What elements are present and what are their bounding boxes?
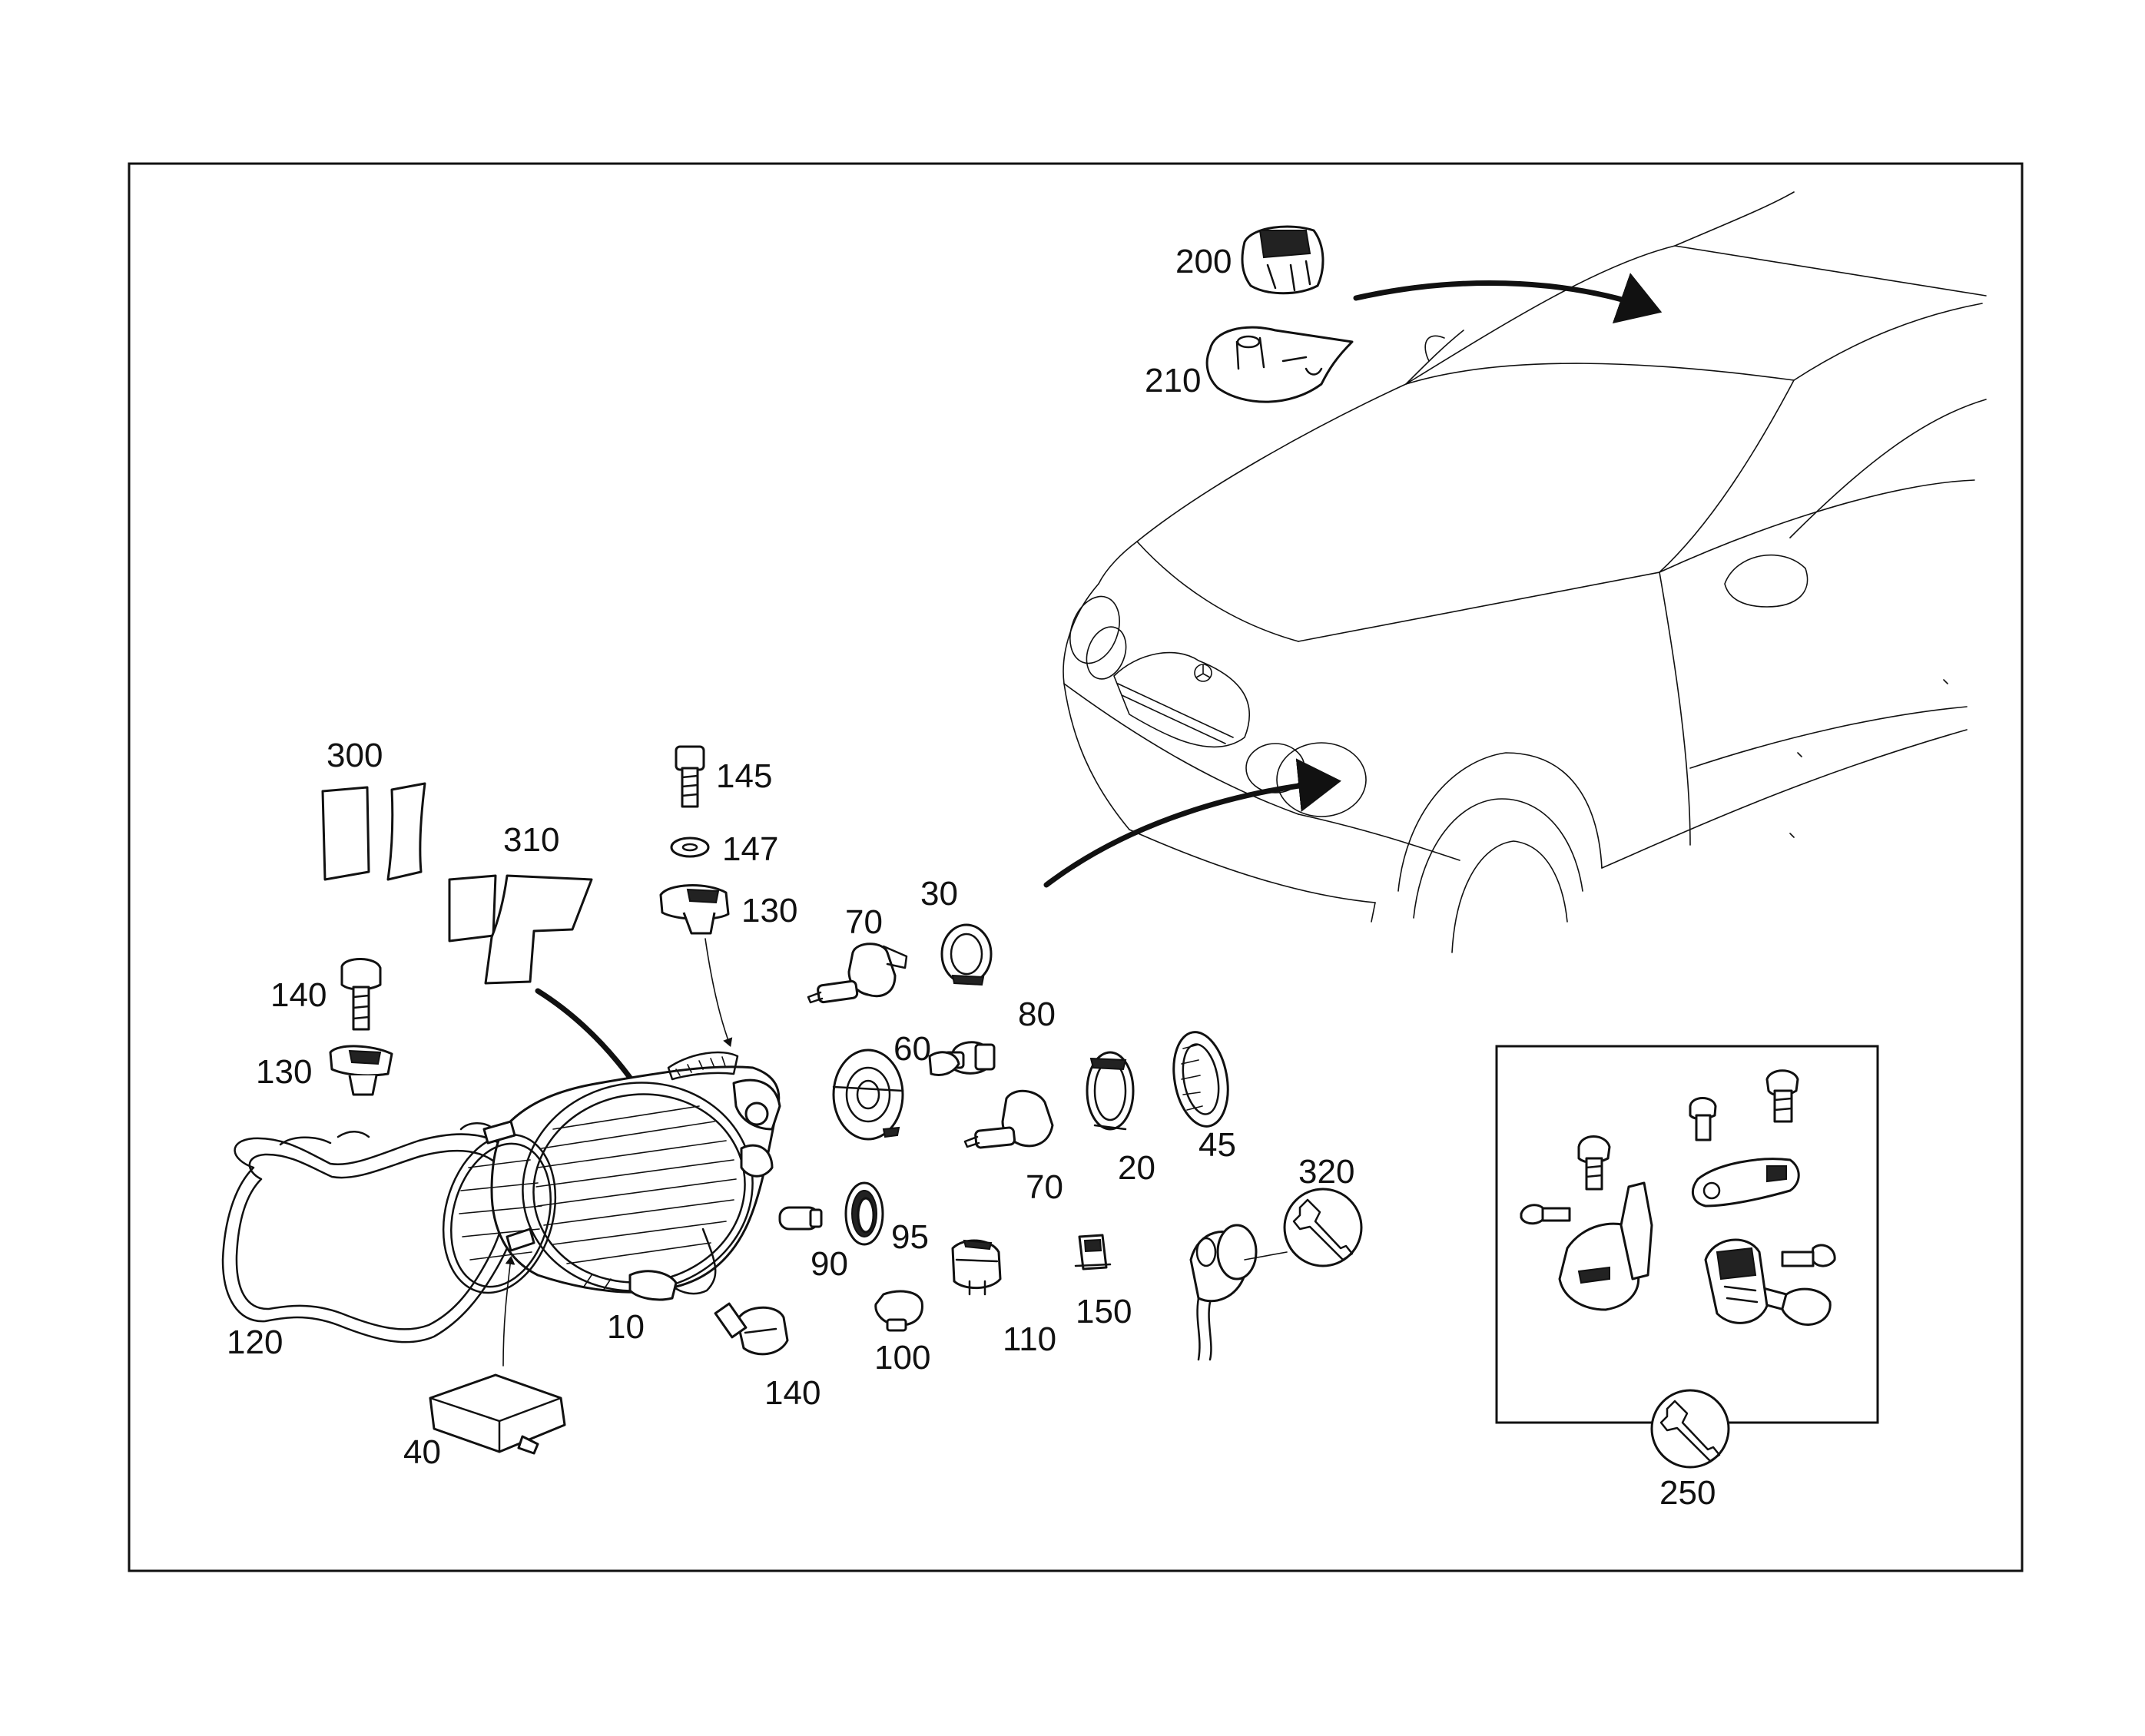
part-45-ring [1172,1031,1229,1128]
label-80: 80 [1018,996,1056,1033]
leader-130-to-housing [705,938,733,1047]
part-120-bezel [221,1122,523,1343]
label-45: 45 [1198,1126,1236,1164]
arrow-to-windshield [1353,273,1663,324]
part-100-bulb [874,1290,923,1332]
part-210-bracket [1205,326,1354,403]
part-140-screw-top [340,958,382,1031]
label-30: 30 [920,875,958,913]
arrow-to-headlamp [1043,758,1341,888]
part-150-clip [1074,1234,1112,1271]
part-310-film [448,874,593,985]
label-90: 90 [811,1245,848,1283]
label-70-top: 70 [845,903,883,941]
wrench-icon [1283,1188,1363,1267]
part-320-igniter [1189,1188,1363,1361]
label-110: 110 [1003,1320,1056,1358]
label-40: 40 [403,1433,441,1471]
part-70-bulb-top [807,943,908,1004]
label-130-left: 130 [256,1053,312,1091]
part-80-bulb [928,1041,996,1076]
label-10: 10 [607,1308,645,1346]
label-310: 310 [503,821,559,859]
label-120: 120 [227,1324,283,1361]
part-10-headlamp-housing [442,1051,781,1301]
car-outline [1063,191,1987,953]
part-140-screw-bottom [714,1302,789,1356]
label-200: 200 [1175,243,1232,280]
label-140-top: 140 [270,976,327,1014]
part-20-socket-ring [1086,1051,1135,1131]
part-147-washer [670,837,710,858]
label-145: 145 [716,757,772,795]
label-320: 320 [1298,1153,1354,1191]
part-250-repair-kit [1520,1069,1836,1326]
label-147: 147 [722,830,778,868]
part-30-socket [940,923,993,986]
wrench-icon [1650,1389,1730,1469]
label-100: 100 [874,1339,930,1377]
part-130-clip-top [659,884,730,935]
label-130-top: 130 [741,892,797,929]
part-95-seal [844,1181,884,1246]
label-70-bottom: 70 [1026,1168,1063,1206]
label-150: 150 [1076,1293,1132,1330]
part-130-clip-left [329,1045,393,1096]
part-90-bulb [778,1206,823,1231]
label-140-bottom: 140 [764,1374,821,1412]
diagram-frame [128,162,2024,1572]
label-300: 300 [327,737,383,774]
part-70-bulb-bottom [963,1089,1054,1149]
label-20: 20 [1118,1149,1155,1187]
part-145-screw [675,745,705,808]
label-210: 210 [1145,362,1201,399]
part-40-ballast [429,1373,566,1455]
label-95: 95 [891,1218,929,1256]
label-250: 250 [1659,1474,1716,1512]
part-250-inset-frame [1495,1045,1879,1424]
part-60-cap [832,1049,904,1141]
part-300-films [321,782,426,881]
part-200-sensor [1241,225,1324,295]
leader-40-to-housing [502,1255,516,1367]
part-110-socket [951,1239,1002,1296]
label-60: 60 [893,1030,931,1068]
